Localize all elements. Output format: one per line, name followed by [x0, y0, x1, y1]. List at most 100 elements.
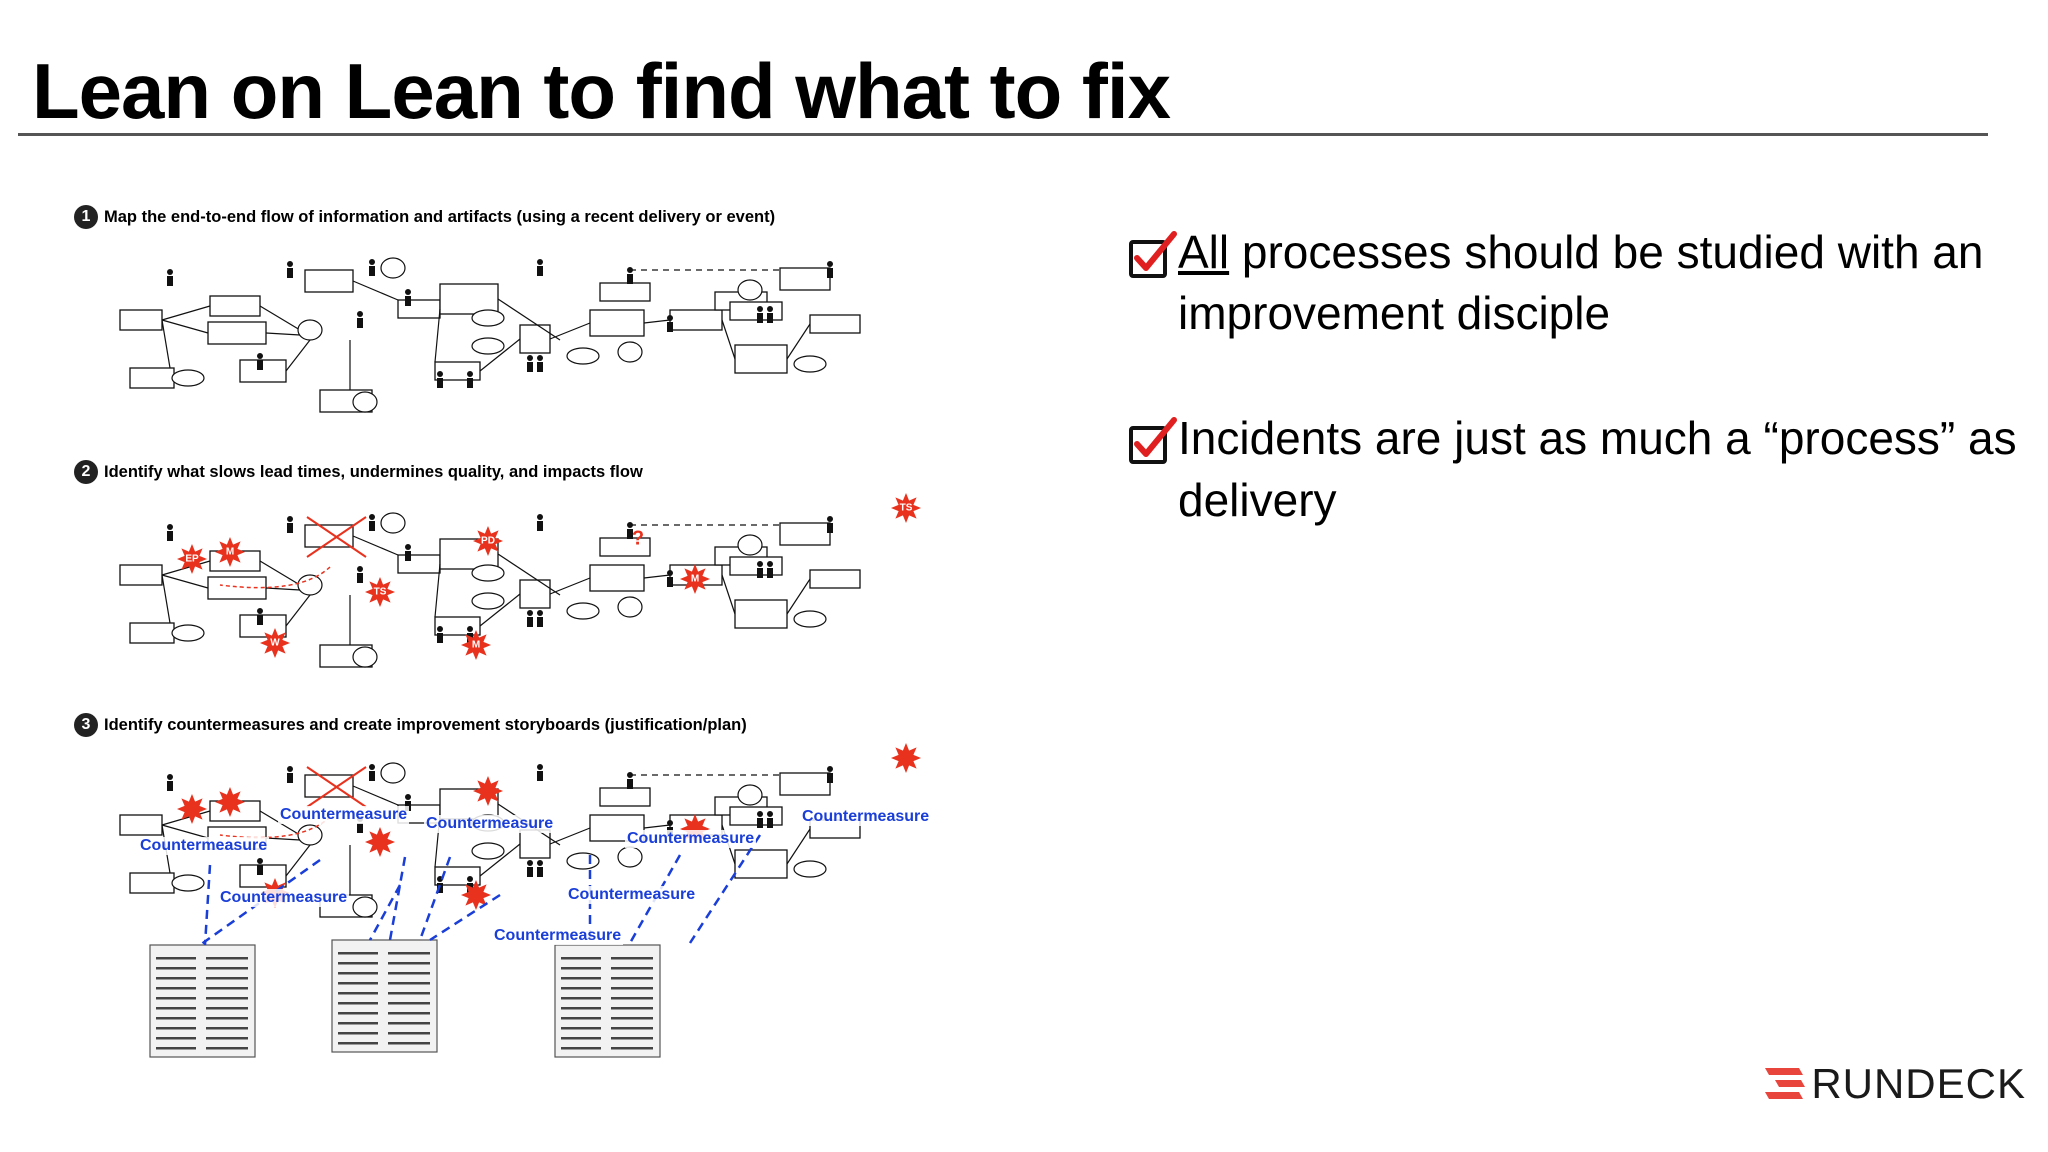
flow-arrow — [643, 574, 671, 579]
flow-arrow — [479, 843, 521, 877]
flow-arrow — [479, 338, 521, 372]
slide-title: Lean on Lean to find what to fix — [32, 47, 1171, 135]
data-store-icon — [737, 534, 763, 556]
storyboard-text-line — [206, 977, 248, 980]
person-icon — [827, 523, 833, 533]
countermeasure-label: Countermeasure — [625, 830, 757, 848]
storyboard-text-line — [388, 972, 430, 975]
data-store-icon — [617, 596, 643, 618]
person-icon — [757, 561, 763, 567]
flow-arrow — [161, 824, 209, 839]
person-icon — [537, 362, 543, 372]
storyboard-text-line — [206, 957, 248, 960]
step-3-heading: 3 Identify countermeasures and create im… — [74, 713, 747, 737]
person-icon — [767, 811, 773, 817]
person-icon — [369, 764, 375, 770]
person-icon — [767, 568, 773, 578]
issue-burst-icon — [473, 526, 503, 556]
person-icon — [357, 318, 363, 328]
bullet-list: All processes should be studied with an … — [1128, 222, 2028, 595]
person-icon — [437, 626, 443, 632]
person-icon — [369, 266, 375, 276]
person-icon — [257, 360, 263, 370]
storyboard-text-line — [561, 1007, 601, 1010]
process-box — [434, 616, 481, 636]
person-icon — [257, 353, 263, 359]
person-icon — [537, 355, 543, 361]
process-box — [589, 309, 645, 337]
storyboard-text-line — [561, 1047, 601, 1050]
storyboard-text-line — [611, 997, 653, 1000]
storyboard-text-line — [338, 982, 378, 985]
process-box — [439, 283, 499, 315]
person-icon — [767, 313, 773, 323]
step-2-number: 2 — [74, 460, 98, 484]
storyboard-text-line — [156, 1027, 196, 1030]
flow-arrow — [285, 844, 311, 877]
step-1-number: 1 — [74, 205, 98, 229]
flow-arrow — [285, 339, 311, 372]
process-box — [779, 267, 831, 291]
storyboard-text-line — [206, 987, 248, 990]
storyboard-text-line — [338, 1022, 378, 1025]
red-dashed-arrow — [219, 566, 331, 589]
cloud-icon — [566, 852, 600, 870]
issue-burst-icon — [680, 564, 710, 594]
process-box — [589, 564, 645, 592]
flow-arrow — [352, 280, 399, 301]
person-icon — [827, 766, 833, 772]
flow-arrow — [265, 837, 301, 841]
storyboard-text-line — [561, 1037, 601, 1040]
person-icon — [405, 296, 411, 306]
person-icon — [287, 766, 293, 772]
data-store-icon — [617, 341, 643, 363]
process-box — [779, 522, 831, 546]
person-icon — [437, 633, 443, 643]
person-icon — [405, 289, 411, 295]
data-store-icon — [297, 319, 323, 341]
countermeasure-label: Countermeasure — [138, 837, 270, 855]
storyboard-text-line — [338, 1032, 378, 1035]
flow-arrow — [352, 535, 399, 556]
person-icon — [437, 371, 443, 377]
person-icon — [167, 531, 173, 541]
storyboard-text-line — [206, 1047, 248, 1050]
storyboard-text-line — [156, 1017, 196, 1020]
step-1-text: Map the end-to-end flow of information a… — [104, 207, 776, 226]
flow-arrow — [161, 810, 211, 826]
countermeasure-label: Countermeasure — [218, 889, 350, 907]
issue-burst-icon — [461, 880, 491, 910]
person-icon — [537, 610, 543, 616]
person-icon — [167, 524, 173, 530]
storyboard-text-line — [388, 952, 430, 955]
person-icon — [357, 573, 363, 583]
person-icon — [667, 577, 673, 587]
process-box — [129, 367, 175, 389]
person-icon — [287, 268, 293, 278]
person-icon — [437, 378, 443, 388]
storyboard-text-line — [206, 1007, 248, 1010]
issue-burst-icon — [365, 827, 395, 857]
data-store-icon — [380, 762, 406, 784]
flow-map-1 — [119, 257, 861, 413]
person-icon — [767, 306, 773, 312]
cross-out-mark — [306, 516, 367, 558]
person-icon — [369, 771, 375, 781]
cloud-icon — [566, 602, 600, 620]
process-box — [809, 314, 861, 334]
data-store-icon — [737, 784, 763, 806]
issue-burst-icon — [473, 776, 503, 806]
storyboard-text-line — [388, 1002, 430, 1005]
storyboard-text-line — [206, 997, 248, 1000]
data-store-icon — [297, 824, 323, 846]
flow-arrow — [161, 574, 171, 624]
person-icon — [527, 617, 533, 627]
cloud-icon — [793, 355, 827, 373]
person-icon — [167, 276, 173, 286]
bullet-emphasis: All — [1178, 226, 1230, 278]
storyboard-text-line — [561, 987, 601, 990]
process-box — [729, 556, 783, 576]
person-icon — [767, 561, 773, 567]
person-icon — [827, 261, 833, 267]
cloud-icon — [171, 369, 205, 387]
